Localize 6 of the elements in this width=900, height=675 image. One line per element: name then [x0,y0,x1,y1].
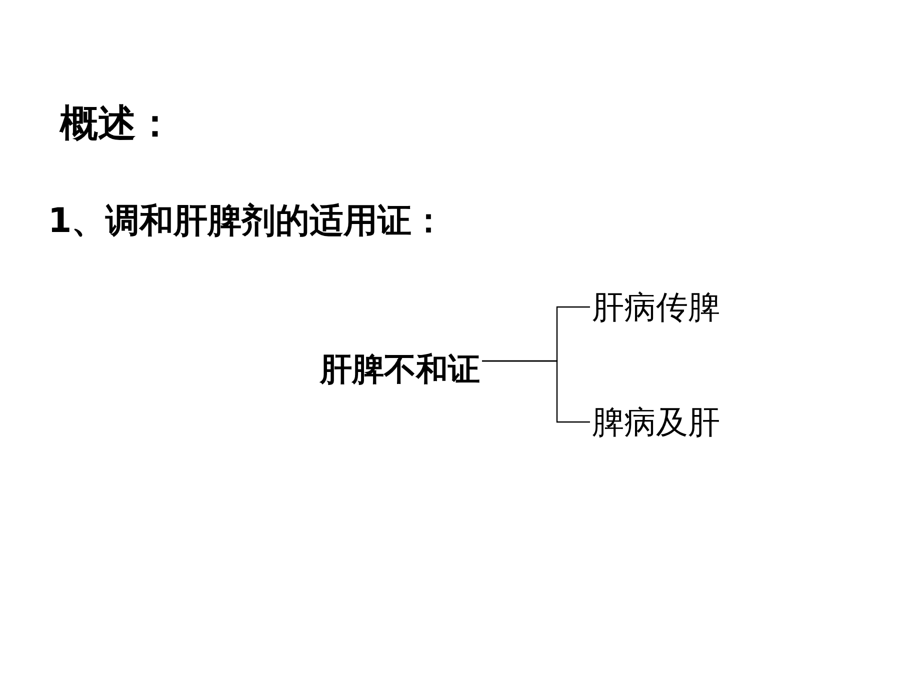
term-text: 脾病及肝 [592,403,720,442]
term-text: 肝脾不和证 [320,350,480,388]
subheading: 1、调和肝脾剂的适用证： [48,200,446,243]
bracket-connector [482,360,590,423]
heading: 概述： [60,100,174,147]
term-text: 肝病传脾 [592,288,720,326]
